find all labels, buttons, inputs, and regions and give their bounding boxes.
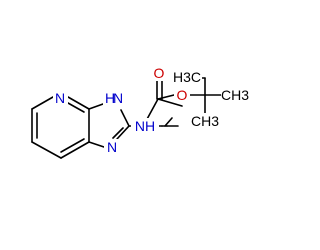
pyridine-ring	[31, 96, 90, 159]
chemical-structure-diagram: N N H N NH O O H3C CH3 CH3	[31, 65, 249, 159]
amide-nh-label: NH	[135, 118, 155, 134]
ester-oxygen-label: O	[177, 87, 188, 103]
bottom-methyl-label: CH3	[191, 113, 219, 129]
right-methyl-label: CH3	[221, 87, 249, 103]
carbonyl-oxygen-label: O	[154, 65, 165, 81]
left-methyl-label: H3C	[173, 69, 201, 85]
imidazole-nh-nitrogen-label: N	[113, 90, 123, 106]
atom-labels: N N H N NH O O H3C CH3 CH3	[53, 65, 249, 155]
imidazole-nitrogen-label: N	[107, 139, 117, 155]
pyridine-nitrogen-label: N	[55, 90, 65, 106]
imidazole-ring	[88, 103, 130, 148]
imidazole-nh-hydrogen-label: H	[105, 90, 115, 106]
